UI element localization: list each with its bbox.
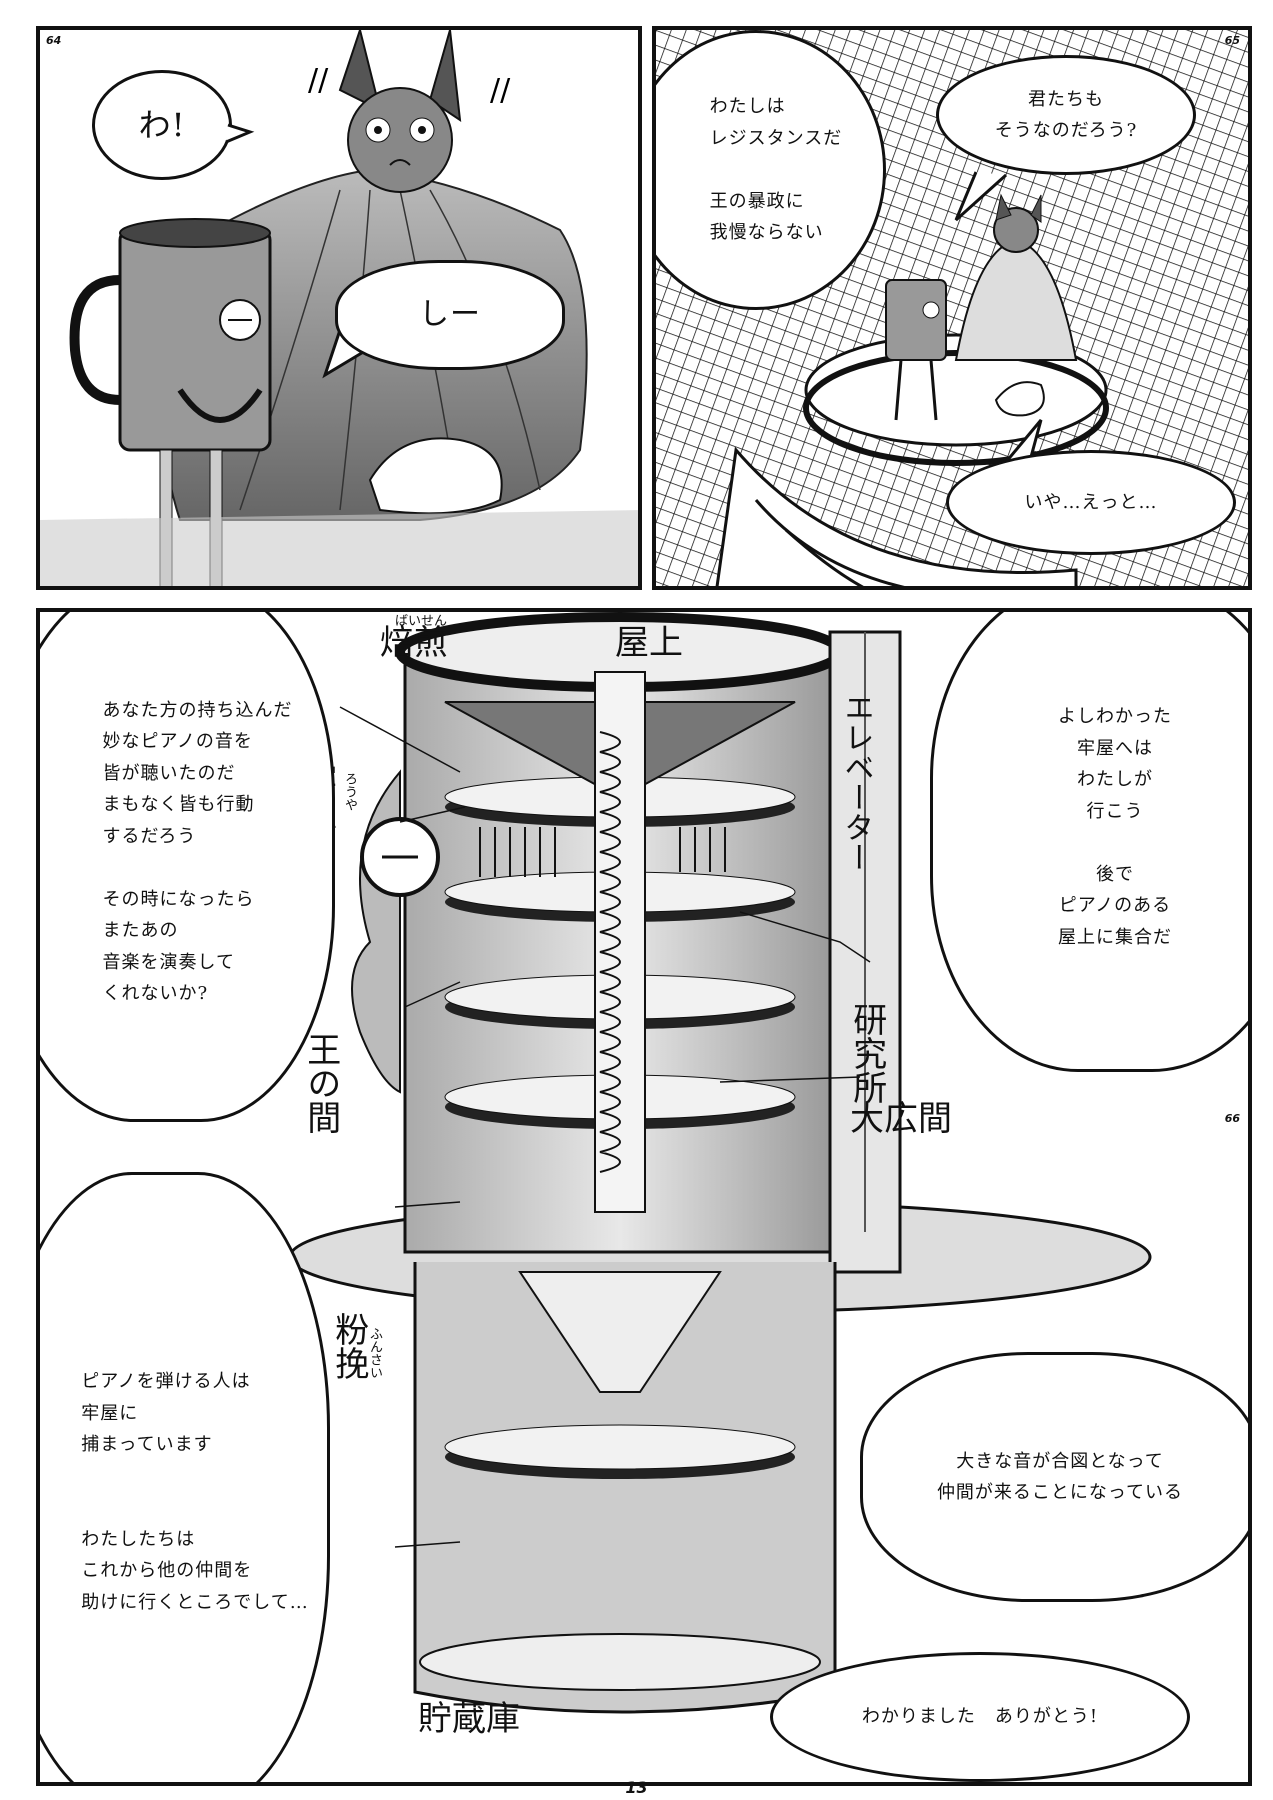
bubble-text: よしわかった 牢屋へは わたしが 行こう 後で ピアノのある 屋上に集合だ xyxy=(1058,706,1172,948)
grind-ruby: ふんさい xyxy=(367,1327,382,1379)
label-storage: 貯蔵庫 xyxy=(418,1699,520,1739)
speech-bubble: 君たちも そうなのだろう? xyxy=(936,55,1196,175)
label-elevator: エレベーター xyxy=(838,692,874,872)
speech-bubble: いや…えっと… xyxy=(946,450,1236,555)
speech-bubble: わたしは レジスタンスだ 王の暴政に 我慢ならない xyxy=(656,30,886,310)
page-number: 13 xyxy=(625,1778,648,1797)
speech-bubble: ピアノを弾ける人は 牢屋に 捕まっています わたしたちは これから他の仲間を 助… xyxy=(40,1172,330,1782)
bubble-text: わかりました ありがとう! xyxy=(861,1706,1099,1728)
speech-bubble: あなた方の持ち込んだ 妙なピアノの音を 皆が聴いたのだ まもなく皆も行動 するだ… xyxy=(40,612,335,1122)
panel-number: 66 xyxy=(1224,1112,1240,1125)
label-throne-room: 王の間 xyxy=(300,1032,341,1134)
panel-number: 64 xyxy=(46,34,62,47)
label-roast: 焙煎 xyxy=(380,623,448,663)
bubble-text: しー xyxy=(419,296,481,332)
speech-bubble: 大きな音が合図となって 仲間が来ることになっている xyxy=(860,1352,1248,1602)
bubble-text: ピアノを弾ける人は 牢屋に 捕まっています わたしたちは これから他の仲間を 助… xyxy=(81,1371,309,1613)
prison-ruby: ろうや xyxy=(342,772,357,811)
bubble-text: あなた方の持ち込んだ 妙なピアノの音を 皆が聴いたのだ まもなく皆も行動 するだ… xyxy=(102,699,293,1005)
panel-66: 66 xyxy=(36,608,1252,1786)
speech-bubble: わ! xyxy=(92,70,232,180)
bubble-text: 大きな音が合図となって 仲間が来ることになっている xyxy=(936,1450,1184,1504)
panel-64-art: // // xyxy=(40,30,638,586)
svg-text://: // xyxy=(490,73,511,108)
label-great-hall: 大広間 xyxy=(850,1099,952,1139)
speech-bubble: よしわかった 牢屋へは わたしが 行こう 後で ピアノのある 屋上に集合だ xyxy=(930,612,1248,1072)
bubble-tails xyxy=(954,171,1043,469)
speech-bubble: わかりました ありがとう! xyxy=(770,1652,1190,1782)
label-lab: 研究所 xyxy=(846,1002,887,1104)
panel-64: 64 // // わ! xyxy=(36,26,642,590)
roast-ruby: ばいせん xyxy=(395,614,448,629)
label-grind: 粉挽 xyxy=(328,1312,369,1380)
bubble-text: わ! xyxy=(138,106,186,144)
bubble-text: わたしは レジスタンスだ 王の暴政に 我慢ならない xyxy=(709,96,843,244)
speech-bubble: しー xyxy=(335,260,565,370)
bubble-text: いや…えっと… xyxy=(1024,491,1158,513)
panel-65: 65 わたしは レジスタンスだ 王の暴政に 我慢ならない 君たちも そうな xyxy=(652,26,1252,590)
bubble-text: 君たちも そうなのだろう? xyxy=(994,88,1138,142)
label-rooftop: 屋上 xyxy=(615,623,683,663)
svg-text://: // xyxy=(308,63,329,98)
